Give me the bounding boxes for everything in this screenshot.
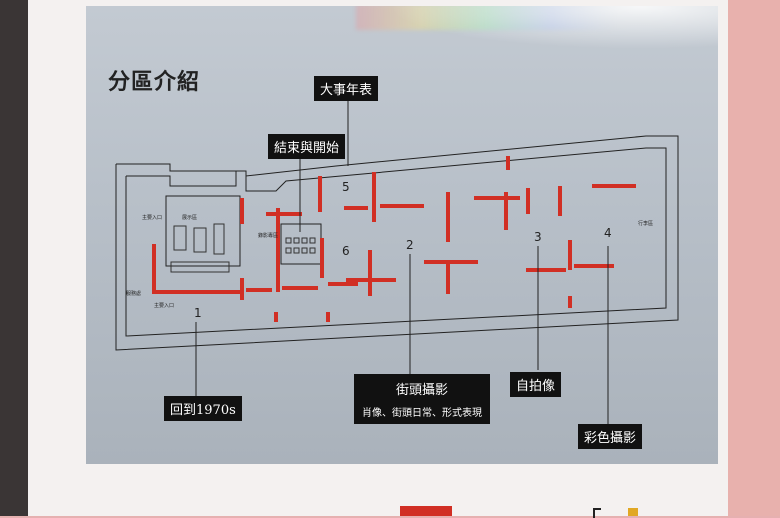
red-walls xyxy=(152,156,636,322)
bottom-bracket-mark xyxy=(593,508,601,518)
red-wall-4 xyxy=(240,198,244,224)
red-wall-10 xyxy=(282,286,318,290)
red-wall-1 xyxy=(152,244,156,294)
furniture-1 xyxy=(173,225,187,251)
inner-wall xyxy=(125,147,667,337)
red-wall-19 xyxy=(446,192,450,242)
red-wall-18 xyxy=(446,260,450,294)
red-wall-22 xyxy=(506,156,510,170)
red-wall-21 xyxy=(504,192,508,230)
label-street-photo-subtitle: 肖像、街頭日常、形式表現 xyxy=(362,408,482,419)
page-title: 分區介紹 xyxy=(108,70,201,95)
display-frame: 分區介紹 xyxy=(28,0,728,516)
red-wall-20 xyxy=(474,196,520,200)
zone-number-2: 2 xyxy=(406,238,414,252)
label-street-photo: 街頭攝影 肖像、街頭日常、形式表現 xyxy=(354,374,490,424)
plan-text-entrance-top: 主要入口 xyxy=(142,215,163,221)
furniture-4 xyxy=(170,261,230,273)
plan-furniture xyxy=(170,223,316,273)
screen-light-glare xyxy=(346,6,718,56)
seat-4 xyxy=(309,237,316,244)
red-wall-11 xyxy=(328,282,358,286)
seat-6 xyxy=(293,247,300,254)
red-wall-12 xyxy=(344,206,368,210)
label-street-photo-title: 街頭攝影 xyxy=(395,383,448,398)
red-wall-14 xyxy=(380,204,424,208)
seat-7 xyxy=(301,247,308,254)
plan-outline xyxy=(115,135,679,351)
leader-lines xyxy=(195,94,609,424)
seat-2 xyxy=(293,237,300,244)
red-wall-9 xyxy=(320,238,324,278)
bottom-red-strip xyxy=(400,506,452,516)
seat-1 xyxy=(285,237,292,244)
red-wall-31 xyxy=(274,312,278,322)
seat-3 xyxy=(301,237,308,244)
red-wall-24 xyxy=(558,186,562,216)
label-timeline: 大事年表 xyxy=(314,76,379,101)
zone-number-6: 6 xyxy=(342,244,350,258)
bottom-yellow-mark xyxy=(628,508,638,516)
red-wall-28 xyxy=(574,264,614,268)
floor-plan xyxy=(115,94,679,424)
zone-number-4: 4 xyxy=(604,226,612,240)
red-wall-27 xyxy=(568,240,572,270)
plan-text-info-desk: 展示區 xyxy=(182,215,198,221)
red-wall-8 xyxy=(318,176,322,212)
red-wall-7 xyxy=(266,212,302,216)
red-wall-25 xyxy=(592,184,636,188)
furniture-2 xyxy=(193,227,207,253)
red-wall-3 xyxy=(240,278,244,300)
red-wall-15 xyxy=(368,250,372,296)
plan-text-exit: 行李區 xyxy=(638,221,654,227)
furniture-3 xyxy=(213,223,225,255)
seat-5 xyxy=(285,247,292,254)
label-color-photo: 彩色攝影 xyxy=(578,424,643,449)
background-wall-right xyxy=(720,0,780,516)
red-wall-30 xyxy=(326,312,330,322)
red-wall-2 xyxy=(152,290,242,294)
red-wall-13 xyxy=(372,172,376,222)
red-wall-6 xyxy=(276,208,280,292)
video-room xyxy=(280,223,322,265)
zone-number-1: 1 xyxy=(194,306,202,320)
plan-text-entrance-bottom: 主要入口 xyxy=(154,303,175,309)
zone-number-3: 3 xyxy=(534,230,542,244)
info-room xyxy=(165,195,241,267)
display-screen: 分區介紹 xyxy=(86,6,718,464)
zone-number-5: 5 xyxy=(342,180,350,194)
red-wall-16 xyxy=(346,278,396,282)
seat-8 xyxy=(309,247,316,254)
label-back-to-1970s: 回到1970s xyxy=(164,396,242,421)
plan-text-video-room: 錄影專區 xyxy=(258,233,279,239)
label-end-and-start: 結束與開始 xyxy=(268,134,346,159)
red-wall-17 xyxy=(424,260,478,264)
red-wall-23 xyxy=(526,188,530,214)
outer-wall xyxy=(115,135,679,351)
plan-text-service: 服務處 xyxy=(126,291,142,297)
label-selfie: 自拍像 xyxy=(510,372,562,397)
red-wall-26 xyxy=(526,268,566,272)
red-wall-5 xyxy=(246,288,272,292)
red-wall-29 xyxy=(568,296,572,308)
